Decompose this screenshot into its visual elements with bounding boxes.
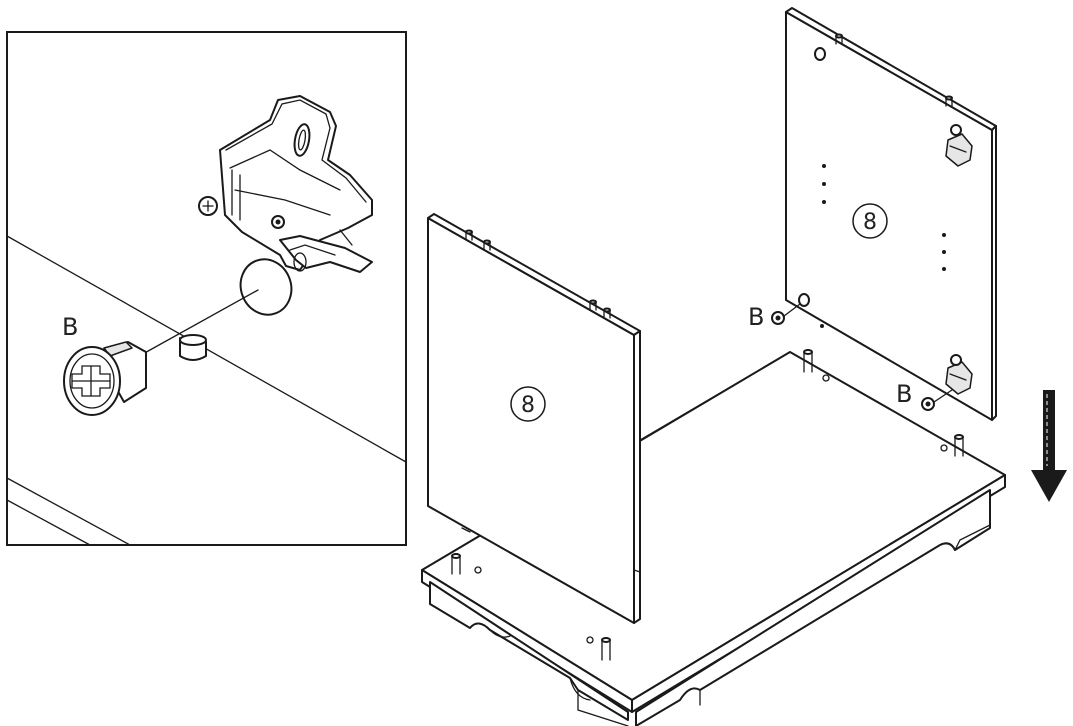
panel-hinge-top (945, 124, 973, 167)
hinge-icon (198, 95, 373, 273)
fastener-label-bottom: B (896, 380, 912, 408)
panel-number-back: 8 (852, 203, 888, 239)
detail-inset: B (6, 31, 407, 546)
dowel-stub (179, 334, 207, 361)
panel-number-front: 8 (510, 386, 546, 422)
carcass-edge (639, 357, 781, 441)
down-arrow-icon (1031, 390, 1067, 502)
side-panel-back (785, 7, 997, 421)
inset-label: B (62, 313, 78, 341)
cam-lock-top (771, 303, 801, 325)
svg-text:8: 8 (521, 393, 535, 418)
base-dowels (451, 349, 964, 661)
cam-lock-bottom (921, 389, 953, 411)
hole-circle (239, 258, 293, 316)
cam-lock-icon (63, 341, 147, 416)
fastener-label-top: B (748, 303, 764, 331)
svg-text:8: 8 (863, 210, 877, 235)
guide-line (131, 289, 259, 361)
panel-hinge-bottom (945, 354, 973, 395)
inset-frame (6, 31, 407, 546)
